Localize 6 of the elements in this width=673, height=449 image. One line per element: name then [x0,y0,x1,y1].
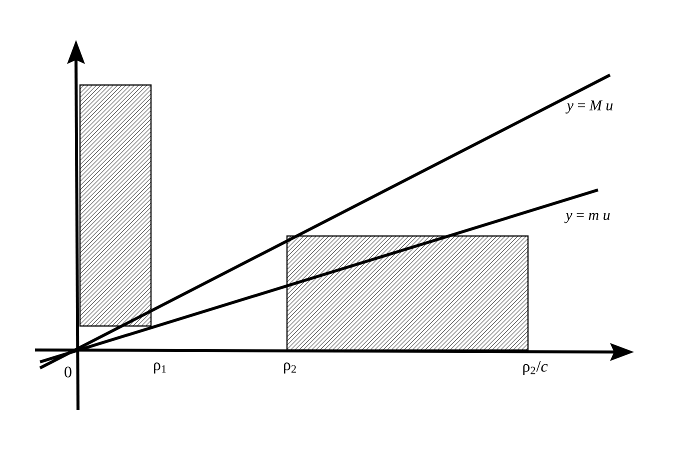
axis-label: y = m u [564,212,610,224]
axis-label: ρ$_{1}$ [154,362,166,374]
axis-label: ρ$_{2}$ [284,362,296,374]
axis-label: y = M u [566,100,613,114]
axis-label: 0 [64,366,72,378]
axis-label: ρ$_{2}$/c [523,361,548,375]
